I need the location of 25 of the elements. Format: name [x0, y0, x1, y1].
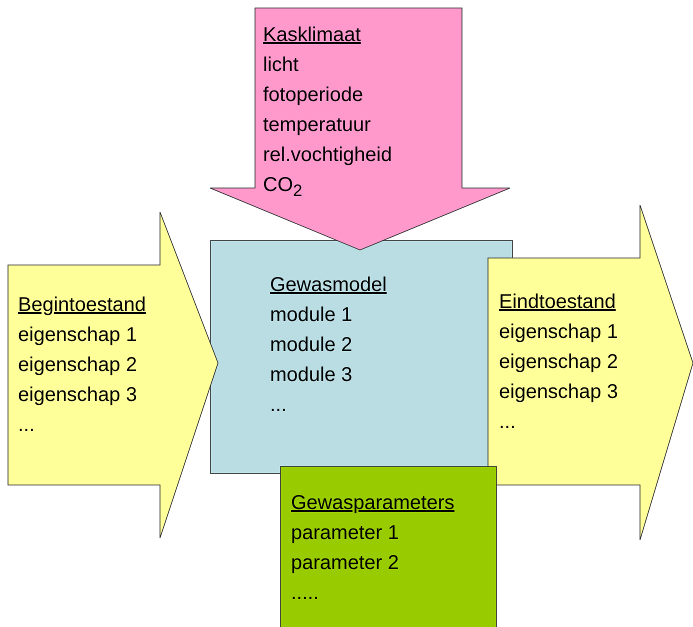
list-item: module 1 — [270, 303, 354, 328]
list-item: parameter 2 — [291, 551, 400, 576]
list-item: ... — [18, 413, 36, 438]
list-item: ... — [499, 410, 517, 435]
heading: Gewasparameters — [291, 491, 454, 516]
list-item: module 3 — [270, 363, 354, 388]
list-item: temperatuur — [263, 113, 372, 138]
list-item: eigenschap 3 — [18, 383, 138, 408]
list-item: eigenschap 3 — [499, 380, 618, 405]
list-item: ... — [270, 393, 288, 418]
heading: Eindtoestand — [499, 290, 617, 315]
heading: Gewasmodel — [270, 273, 387, 298]
list-item: licht — [263, 53, 300, 78]
list-item: eigenschap 2 — [499, 350, 618, 375]
list-item: CO$_{2}$ — [263, 173, 304, 202]
list-item: rel.vochtigheid — [263, 143, 392, 168]
list-item: eigenschap 1 — [18, 323, 138, 348]
list-item: ..... — [291, 581, 320, 606]
heading: Kasklimaat — [263, 23, 362, 48]
list-item: parameter 1 — [291, 521, 400, 546]
heading: Begintoestand — [18, 293, 146, 318]
list-item: eigenschap 1 — [499, 320, 618, 345]
list-item: eigenschap 2 — [18, 353, 138, 378]
list-item: module 2 — [270, 333, 354, 358]
list-item: fotoperiode — [263, 83, 364, 108]
